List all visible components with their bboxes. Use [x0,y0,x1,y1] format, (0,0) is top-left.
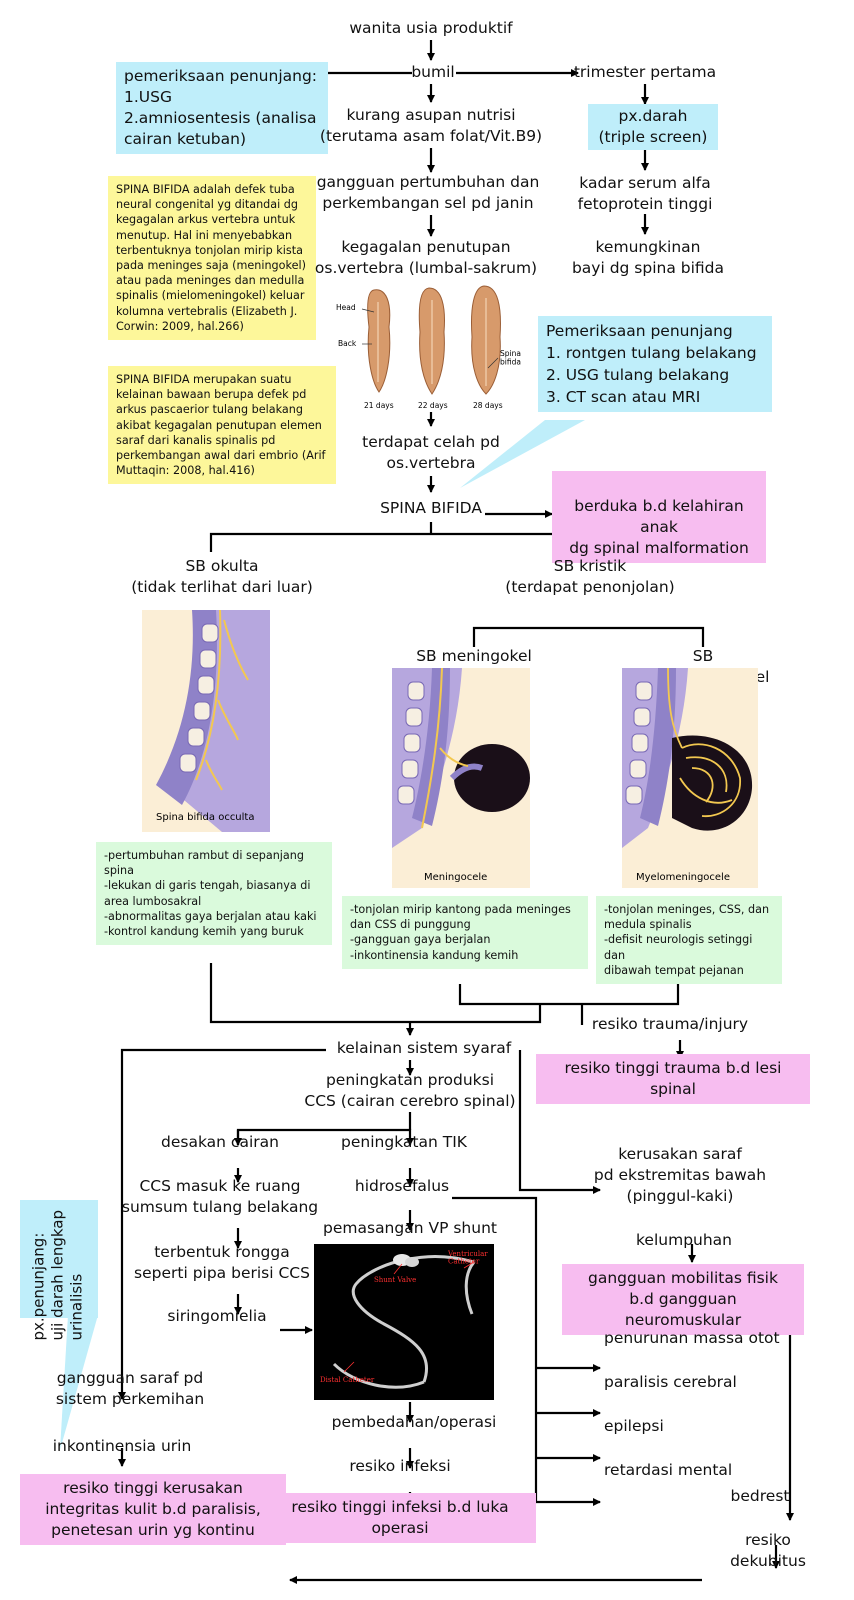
node-spina-bifida: SPINA BIFIDA [380,499,482,517]
node-bedrest: bedrest [730,1487,790,1505]
okulta-signs-note: -pertumbuhan rambut di sepanjang spina -… [96,842,332,946]
node-paralisis: paralisis cerebral [604,1373,737,1391]
definition-note-2: SPINA BIFIDA merupakan suatu kelainan ba… [108,366,336,485]
myelomeningocele-illustration: Myelomeningocele [622,668,758,888]
node-wanita: wanita usia produktif [349,19,513,37]
occulta-caption: Spina bifida occulta [156,812,254,823]
distal-catheter-label: Distal Catheter [320,1376,375,1384]
node-resiko-dekubitus: resiko dekubitus [730,1531,806,1570]
meningocele-caption: Meningocele [424,872,487,883]
node-epilepsi: epilepsi [604,1417,664,1435]
node-bumil: bumil [411,63,455,81]
node-sb-kristik: SB kristik (terdapat penonjolan) [505,557,675,596]
meningokel-signs-note: -tonjolan mirip kantong pada meninges da… [342,896,588,969]
node-kerusakan-saraf: kerusakan saraf pd ekstremitas bawah (pi… [593,1145,767,1205]
node-gangguan-pertumbuhan: gangguan pertumbuhan dan perkembangan se… [316,173,540,212]
node-resiko-trauma: resiko trauma/injury [591,1015,749,1033]
diagnosis-mobilitas: gangguan mobilitas fisik b.d gangguan ne… [562,1264,804,1335]
node-hidrosefalus: hidrosefalus [354,1177,450,1195]
diagnosis-berduka: berduka b.d kelahiran anak dg spinal mal… [552,471,766,563]
node-kadar-serum: kadar serum alfa fetoprotein tinggi [577,174,713,213]
myelomeningocele-caption: Myelomeningocele [636,872,730,883]
node-kelumpuhan: kelumpuhan [636,1231,732,1249]
supporting-exam-box-2: Pemeriksaan penunjang 1. rontgen tulang … [538,316,772,412]
node-kelainan-saraf: kelainan sistem syaraf [336,1039,512,1057]
embryo-head-label: Head [336,303,356,312]
day-28-label: 28 days [473,401,503,410]
node-ccs-masuk: CCS masuk ke ruang sumsum tulang belakan… [121,1177,319,1216]
diagnosis-infeksi-luka: resiko tinggi infeksi b.d luka operasi [264,1493,536,1543]
node-pembedahan: pembedahan/operasi [331,1413,497,1431]
node-penurunan-massa: penurunan massa otot [604,1329,780,1347]
node-vp-shunt: pemasangan VP shunt [323,1219,497,1237]
node-kemungkinan: kemungkinan bayi dg spina bifida [571,238,725,277]
node-resiko-infeksi: resiko infeksi [349,1457,451,1475]
node-trimester: trimester pertama [573,63,717,81]
node-sb-okulta: SB okulta (tidak terlihat dari luar) [131,557,313,596]
diagnosis-integritas-kulit: resiko tinggi kerusakan integritas kulit… [20,1474,286,1545]
node-desakan: desakan cairan [161,1133,279,1151]
node-siringomielia: siringomielia [167,1307,267,1325]
node-kegagalan-penutupan: kegagalan penutupan os.vertebra (lumbal-… [314,238,538,277]
meningocele-illustration: Meningocele [392,668,530,888]
node-sb-meningokel: SB meningokel [416,647,532,665]
occulta-drawing: Spina bifida occulta [156,610,270,832]
node-rongga: terbentuk rongga seperti pipa berisi CCS [134,1243,310,1282]
node-peningkatan-ccs: peningkatan produksi CCS (cairan cerebro… [304,1071,516,1110]
spina-bifida-occulta-illustration: Spina bifida occulta [142,610,270,832]
diagnosis-trauma-lesi: resiko tinggi trauma b.d lesi spinal [536,1054,810,1104]
supporting-exam-box-1: pemeriksaan penunjang: 1.USG 2.amniosent… [116,62,328,154]
supporting-exam-text-3: px.penunjang: uji darah lengkap urinalis… [29,1209,86,1341]
node-gangguan-perkemihan: gangguan saraf pd sistem perkemihan [55,1369,205,1408]
meningocele-drawing: Meningocele [392,668,530,883]
meningomielokel-signs-note: -tonjolan meninges, CSS, dan medula spin… [596,896,782,985]
node-kurang-nutrisi: kurang asupan nutrisi (terutama asam fol… [319,106,543,145]
supporting-exam-box-3: px.penunjang: uji darah lengkap urinalis… [20,1200,98,1341]
node-tik: peningkatan TIK [341,1133,467,1151]
day-22-label: 22 days [418,401,448,410]
shunt-valve-label: Shunt Valve [374,1276,416,1284]
definition-note-1: SPINA BIFIDA adalah defek tuba neural co… [108,176,316,341]
triple-screen-box: px.darah (triple screen) [588,104,718,150]
embryo-back-label: Back [338,339,357,348]
node-retardasi: retardasi mental [604,1461,733,1479]
myelomeningocele-drawing: Myelomeningocele [622,668,753,883]
node-inkontinensia: inkontinensia urin [52,1437,192,1455]
diagnosis-berduka-text: berduka b.d kelahiran anak dg spinal mal… [569,497,749,557]
node-celah: terdapat celah pd os.vertebra [362,433,500,472]
day-21-label: 21 days [364,401,394,410]
